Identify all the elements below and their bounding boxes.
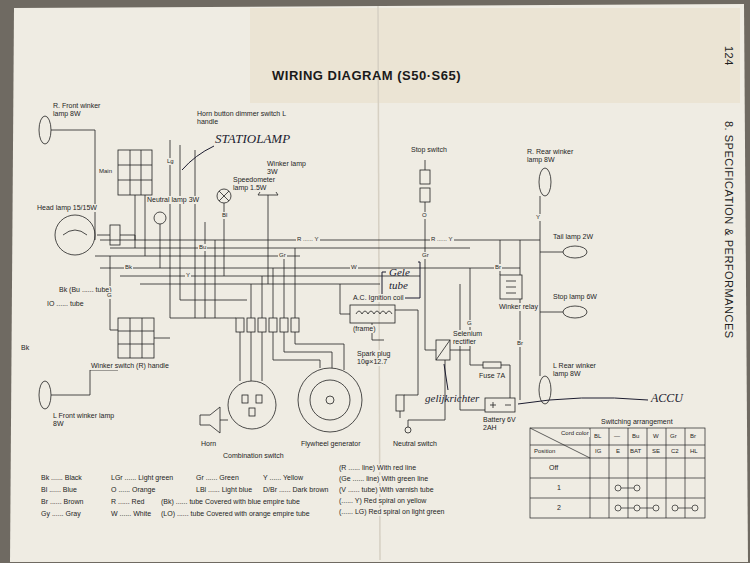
part-label: Off [548,464,559,472]
part-label: W [652,433,660,440]
wire-color-code: R ...... Y [296,236,320,243]
part-label: — [613,433,621,440]
part-label: BL [593,433,602,440]
paper-sheet [10,4,748,562]
handwritten-note: ACCU [650,392,684,406]
part-label: Bk (Bu ...... tube) [58,286,113,294]
part-label: A.C. Ignition coil [352,294,405,302]
part-label: 2 [556,504,562,512]
wire-color-code: G [466,320,473,327]
part-label: Selenium rectifier [452,330,500,346]
part-label: Gy ...... Gray [40,510,82,518]
part-label: Horn button dimmer switch L handle [196,110,296,126]
paper-stain [250,8,740,103]
part-label: (...... LG) Red spiral on light green [338,508,445,516]
part-label: Main [98,168,113,175]
handwritten-note: gelijkrichter [424,392,480,405]
page-margin-text: 124 [722,45,735,67]
switching-table [530,428,705,518]
part-label: O ...... Orange [110,486,156,494]
part-label: Bk [20,344,30,352]
part-label: Position [533,448,556,455]
handwritten-note: STATIOLAMP [214,132,291,147]
wire-color-code: Lg [166,158,175,165]
part-label: L Rear winker lamp 8W [552,362,610,378]
part-label: Combination switch [222,452,285,460]
part-label: (Bk) ...... tube Covered with blue empir… [160,498,301,506]
wires [39,116,587,433]
wire-color-code: Bl [221,212,228,219]
wire-color-code: Bu [198,244,207,251]
part-label: Y ...... Yellow [262,474,304,482]
part-label: Head lamp 15/15W [36,204,98,212]
handwritten-note: Gele tube [388,266,420,291]
diagram-title: WIRING DIAGRAM (S50·S65) [272,68,461,83]
part-label: Flywheel generator [300,440,362,448]
part-label: (R ...... line) With red line [338,464,417,472]
part-label: HL [689,448,699,455]
part-label: Br ...... Brown [40,498,84,506]
part-label: Winker lamp 3W [266,160,312,176]
wire-color-code: Bk [124,264,133,271]
part-label: Stop switch [410,146,448,154]
part-label: L Front winker lamp 8W [52,412,116,428]
part-label: Gr [669,433,678,440]
wire-color-code: Br [516,340,524,347]
part-label: Neutral switch [392,440,438,448]
part-label: BAT [629,448,642,455]
part-label: Winker relay [498,303,539,311]
part-label: D/Br ...... Dark brown [262,486,329,494]
part-label: Battery 6V 2AH [482,416,528,432]
part-label: Switching arrangement [600,418,674,426]
part-label: (V ...... tube) With varnish tube [338,486,435,494]
part-label: (LO) ...... tube Covered with orange emp… [160,510,311,518]
part-label: C2 [670,448,680,455]
wire-color-code: O [421,212,428,219]
part-label: IG [594,448,602,455]
part-label: LGr ...... Light green [110,474,174,482]
part-label: Cord color [560,430,590,437]
part-label: 1 [556,484,562,492]
part-label: Fuse 7A [478,372,506,380]
part-label: SE [651,448,661,455]
part-label: Gr ...... Green [195,474,240,482]
part-label: R. Front winker lamp 8W [52,102,116,118]
wire-color-code: W [350,264,358,271]
part-label: (frame) [352,325,377,333]
part-label: LBl ...... Light blue [195,486,253,494]
part-label: Stop lamp 6W [552,293,598,301]
part-label: Tail lamp 2W [552,233,594,241]
page-margin-text: 8. SPECIFICATION & PERFORMANCES [722,120,735,340]
part-label: Br [689,433,697,440]
wire-color-code: Gr [278,252,287,259]
handwritten-leaders [182,146,648,404]
wire-color-code: R ...... Y [430,236,454,243]
part-label: Horn [200,440,217,448]
part-label: (Ge ...... line) With green line [338,475,429,483]
wire-color-code: G [106,292,113,299]
wire-color-code: Y [185,272,191,279]
part-label: Speedometer lamp 1.5W [232,176,286,192]
part-label: Winker switch (R) handle [90,362,170,370]
part-label: Neutral lamp 3W [146,196,200,204]
part-label: Bl ...... Blue [40,486,78,494]
part-label: E [615,448,621,455]
part-label: R. Rear winker lamp 8W [526,148,584,164]
wire-color-code: Gr [421,252,430,259]
wire-color-code: Br [494,264,502,271]
part-label: IO ...... tube [46,300,85,308]
part-label: W ...... White [110,510,152,518]
part-label: (...... Y) Red spiral on yellow [338,497,427,505]
part-label: Bu [631,433,640,440]
part-label: R ...... Red [110,498,145,506]
part-label: Bk ...... Black [40,474,83,482]
wire-color-code: Y [535,214,541,221]
part-label: Spark plug 10φ×12.7 [356,350,408,366]
